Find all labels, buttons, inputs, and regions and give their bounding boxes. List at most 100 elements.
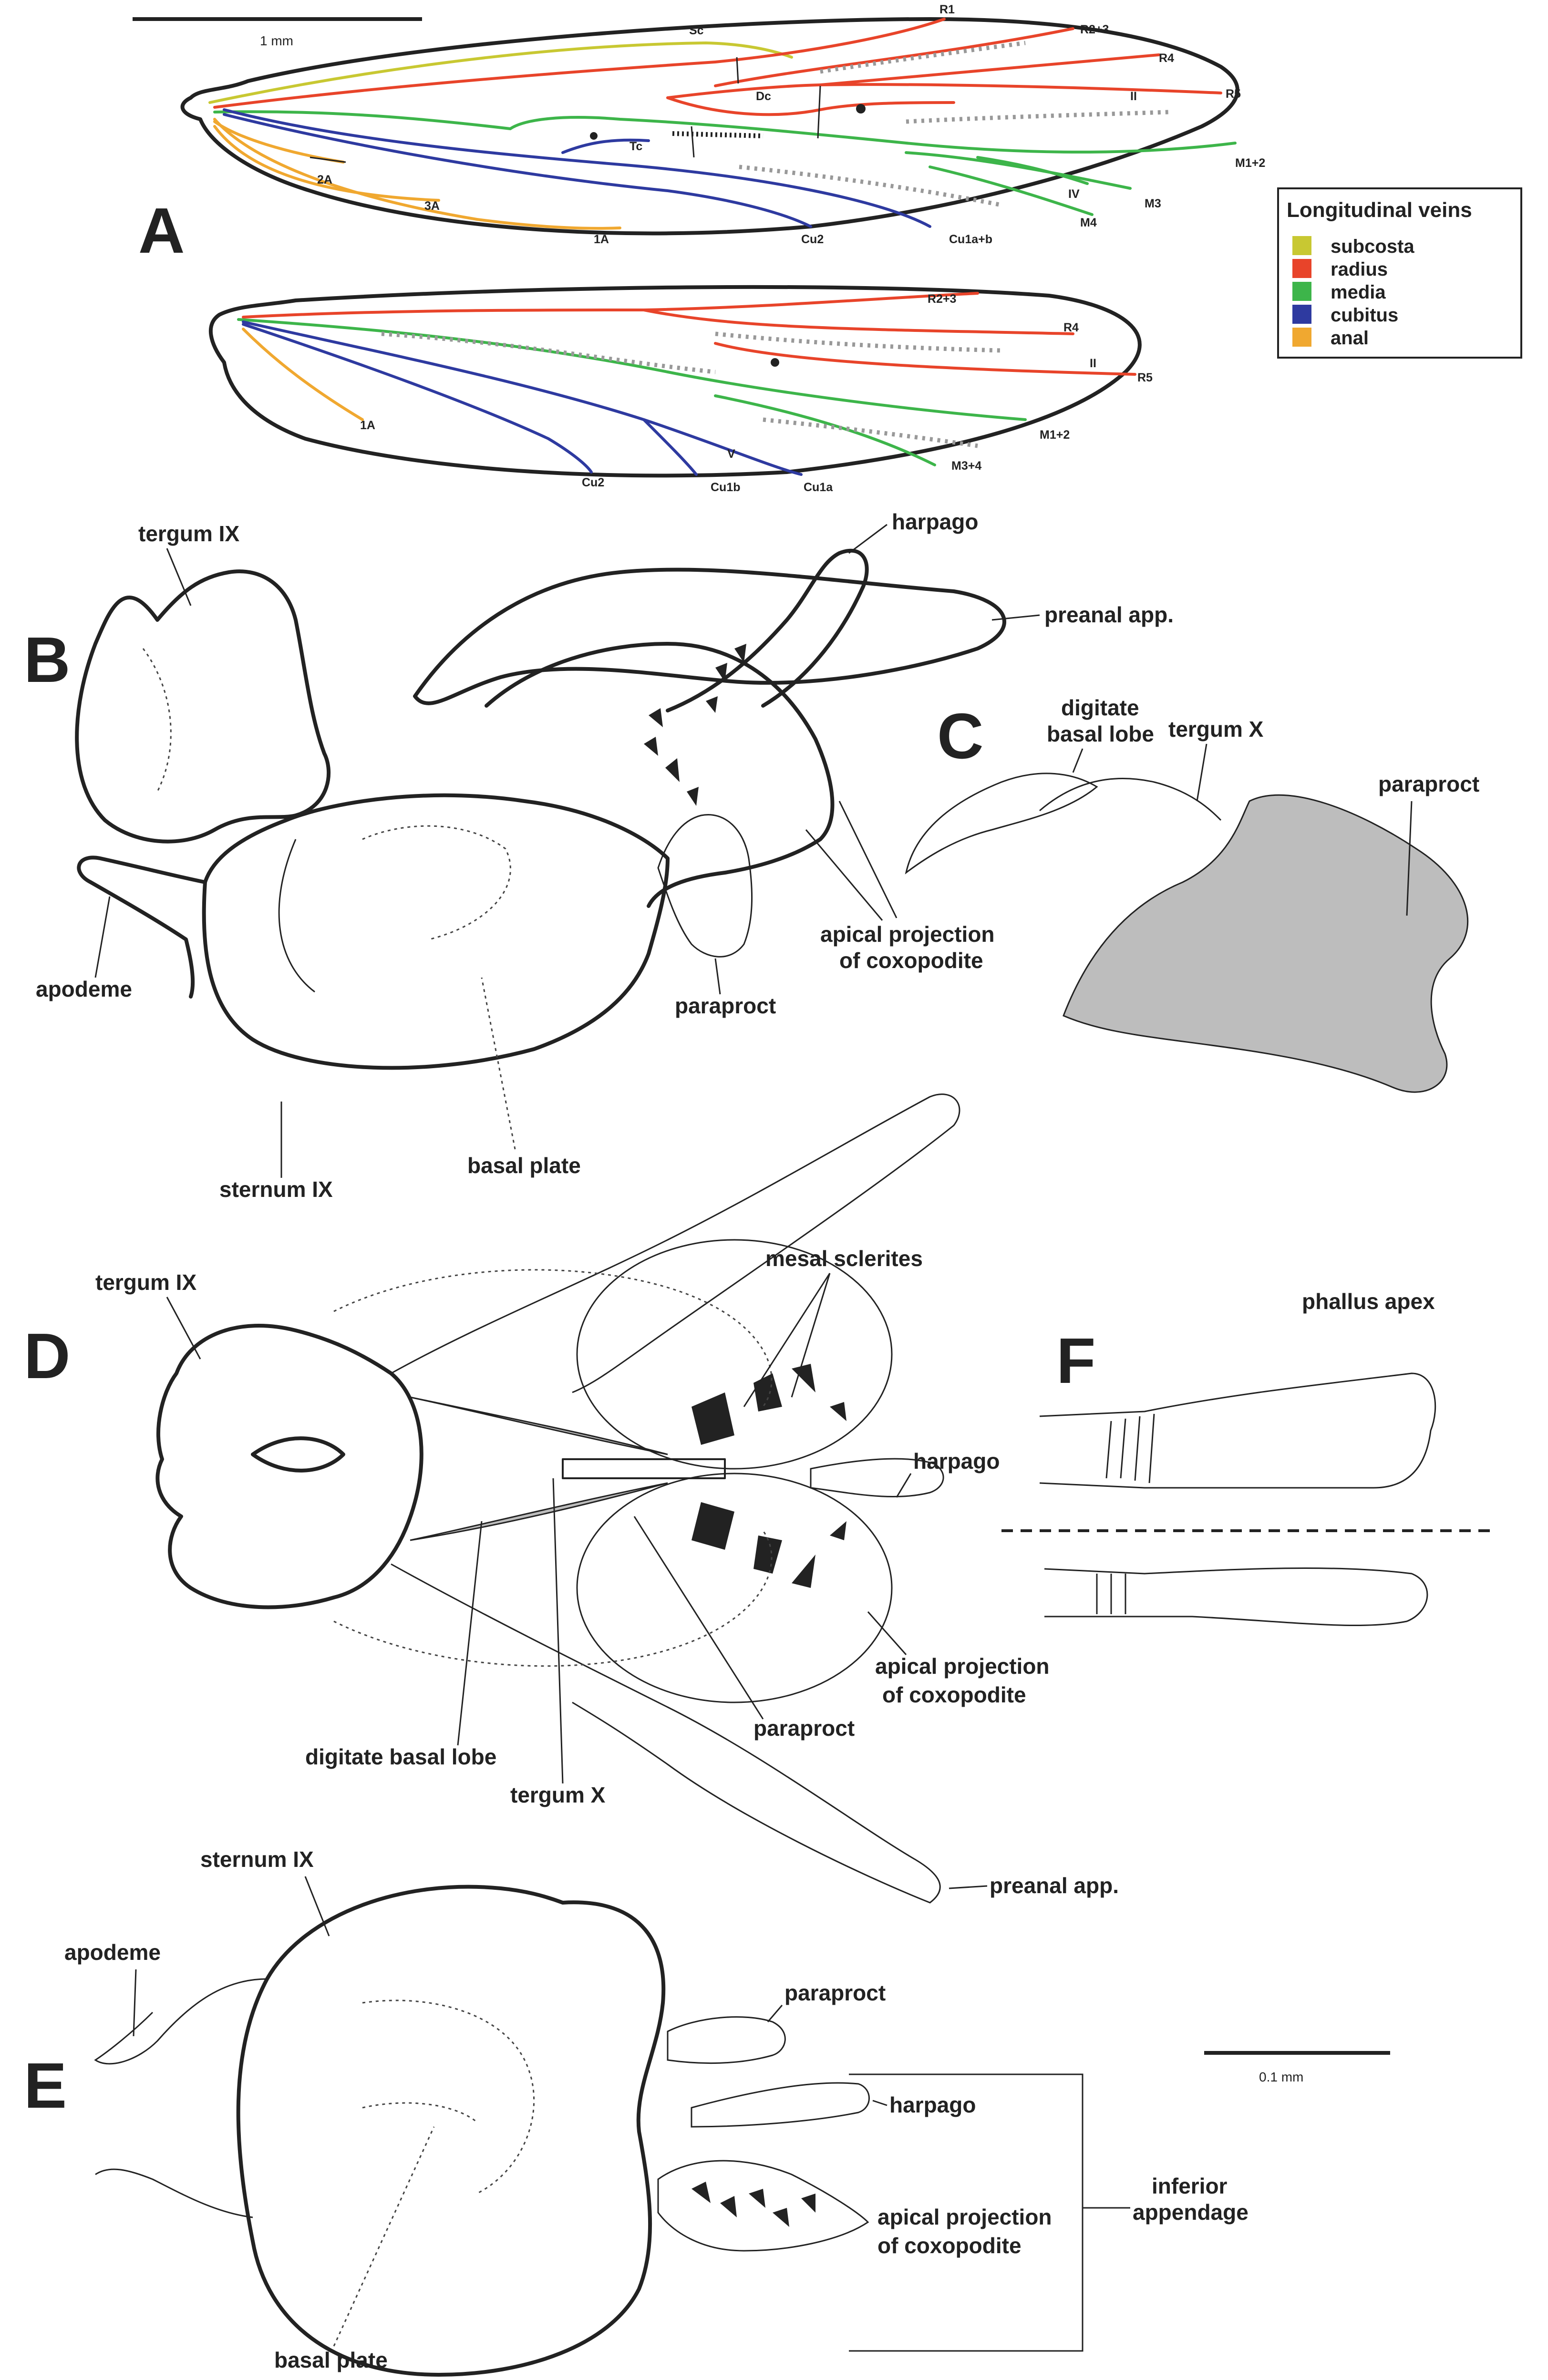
legend-swatch-subcosta — [1292, 236, 1311, 255]
panel-letter-e: E — [24, 2050, 67, 2122]
d-digitate-lower — [410, 1482, 668, 1541]
vein-media-iv — [976, 156, 1089, 185]
c-leader-digitate — [1072, 748, 1084, 773]
e-leader-sternum-ix — [304, 1876, 330, 1937]
b-sclerite — [687, 787, 699, 806]
b-sclerite — [665, 758, 680, 782]
hindwing-label-m12: M1+2 — [1040, 428, 1070, 442]
legend-box — [1277, 187, 1522, 359]
hindwing-fold-2 — [715, 331, 1002, 353]
e-basal-plate-dotted — [362, 1999, 535, 2195]
b-label-preanal: preanal app. — [1044, 602, 1174, 627]
hindwing-label-cu1b: Cu1b — [711, 481, 741, 494]
b-label-apodeme: apodeme — [36, 977, 132, 1001]
forewing-label-iv: IV — [1068, 187, 1080, 201]
d-sclerite — [753, 1535, 782, 1574]
legend-swatch-anal — [1292, 328, 1311, 347]
forewing-nygma-row — [672, 131, 764, 138]
d-sclerite — [792, 1555, 815, 1588]
c-label-digitate-2: basal lobe — [1047, 721, 1154, 746]
hindwing-label-r23: R2+3 — [928, 292, 956, 306]
b-leader-preanal — [991, 614, 1040, 621]
e-leader-apodeme — [133, 1969, 137, 2037]
vein-radius-dc — [666, 96, 955, 116]
vein-radius-r1 — [213, 18, 946, 109]
b-leader-apical-1 — [838, 801, 898, 918]
c-label-tergum-x: tergum X — [1168, 717, 1264, 742]
e-label-paraproct: paraproct — [784, 1980, 886, 2005]
e-label-sternum-ix: sternum IX — [200, 1847, 314, 1872]
e-sclerite — [691, 2182, 711, 2203]
forewing-spot-1 — [856, 104, 866, 113]
d-harpago-shape — [810, 1458, 944, 1498]
e-sternum-ix-outline — [236, 1885, 666, 2377]
e-sclerite — [720, 2196, 737, 2217]
d-label-apical-2: of coxopodite — [882, 1682, 1026, 1707]
crossvein-m-cu — [691, 126, 695, 158]
e-label-harpago: harpago — [889, 2092, 976, 2117]
d-preanal-upper — [391, 1093, 960, 1393]
legend-label-anal: anal — [1331, 328, 1369, 349]
hindwing-label-r5: R5 — [1137, 371, 1153, 384]
d-leader-preanal — [949, 1885, 988, 1889]
b-preanal-appendage — [413, 567, 1006, 705]
b-leader-paraproct — [714, 958, 721, 995]
c-label-digitate-1: digitate — [1061, 695, 1139, 720]
legend-label-radius: radius — [1331, 259, 1388, 280]
e-label-inferior-1: inferior — [1152, 2174, 1228, 2198]
e-sclerites — [691, 2182, 815, 2227]
b-sclerite — [715, 663, 727, 682]
forewing-label-r23: R2+3 — [1080, 23, 1109, 36]
forewing-label-m4: M4 — [1080, 216, 1097, 229]
hindwing-outline — [208, 285, 1142, 478]
b-sclerite — [649, 708, 663, 727]
hindwing-label-1a: 1A — [360, 419, 375, 432]
d-tergum-x — [562, 1458, 726, 1479]
e-leader-paraproct — [767, 2005, 783, 2022]
forewing-fold-2 — [906, 110, 1169, 124]
forewing-label-tc: Tc — [630, 140, 642, 153]
hindwing-fold-3 — [763, 417, 978, 448]
e-sclerite — [749, 2189, 765, 2208]
hindwing-vein-cu1b — [642, 418, 698, 476]
d-preanal-lower — [391, 1563, 941, 1904]
d-label-tergum-x: tergum X — [510, 1782, 606, 1807]
c-label-paraproct: paraproct — [1378, 772, 1479, 796]
forewing-label-m12: M1+2 — [1235, 156, 1265, 170]
d-digitate-upper — [410, 1396, 668, 1455]
d-sclerite — [830, 1521, 846, 1540]
crossvein-anal — [310, 156, 346, 163]
b-leader-apodeme — [94, 896, 111, 978]
forewing-label-ii: II — [1130, 90, 1137, 103]
e-leader-harpago — [872, 2100, 888, 2106]
vein-radius-r23 — [714, 27, 1074, 87]
panel-letter-a: A — [138, 195, 185, 267]
hindwing-fold-1 — [381, 331, 716, 374]
d-label-paraproct: paraproct — [753, 1716, 855, 1741]
b-label-apical-1: apical projection — [820, 922, 995, 947]
hindwing-label-cu2: Cu2 — [582, 476, 604, 489]
d-leader-mesal-2 — [791, 1273, 831, 1398]
forewing-label-2a: 2A — [317, 173, 332, 186]
forewing-fold-3 — [739, 165, 1002, 207]
b-leader-harpago — [848, 524, 888, 554]
hindwing-vein-anal — [242, 328, 364, 421]
forewing: Sc R1 R2+3 R4 R5 II Dc Tc M1+2 IV M3 M4 … — [180, 3, 1265, 246]
crossvein-r-m — [817, 85, 821, 139]
wing-scale-label: 1 mm — [260, 33, 293, 48]
b-tergum-ix-outline — [75, 569, 331, 844]
e-sclerite — [773, 2208, 789, 2227]
forewing-label-r1: R1 — [939, 3, 955, 16]
e-coxopodite-shape — [657, 2160, 869, 2252]
hindwing-vein-m — [237, 318, 1027, 421]
panel-b-lateral: B tergum IX harpago preanal app. apodeme… — [24, 509, 1174, 1202]
panel-letter-f: F — [1056, 1325, 1095, 1397]
e-leader-basal-plate — [333, 2126, 435, 2347]
b-tergum-dotted — [142, 648, 172, 792]
hindwing-vein-cu2 — [242, 323, 593, 474]
b-paraproct-outline — [657, 814, 753, 958]
legend-label-subcosta: subcosta — [1331, 236, 1414, 257]
hindwing-label-ii: II — [1090, 357, 1096, 370]
vein-cubitus-cu2 — [223, 113, 812, 228]
e-paraproct-shape — [667, 2016, 786, 2064]
